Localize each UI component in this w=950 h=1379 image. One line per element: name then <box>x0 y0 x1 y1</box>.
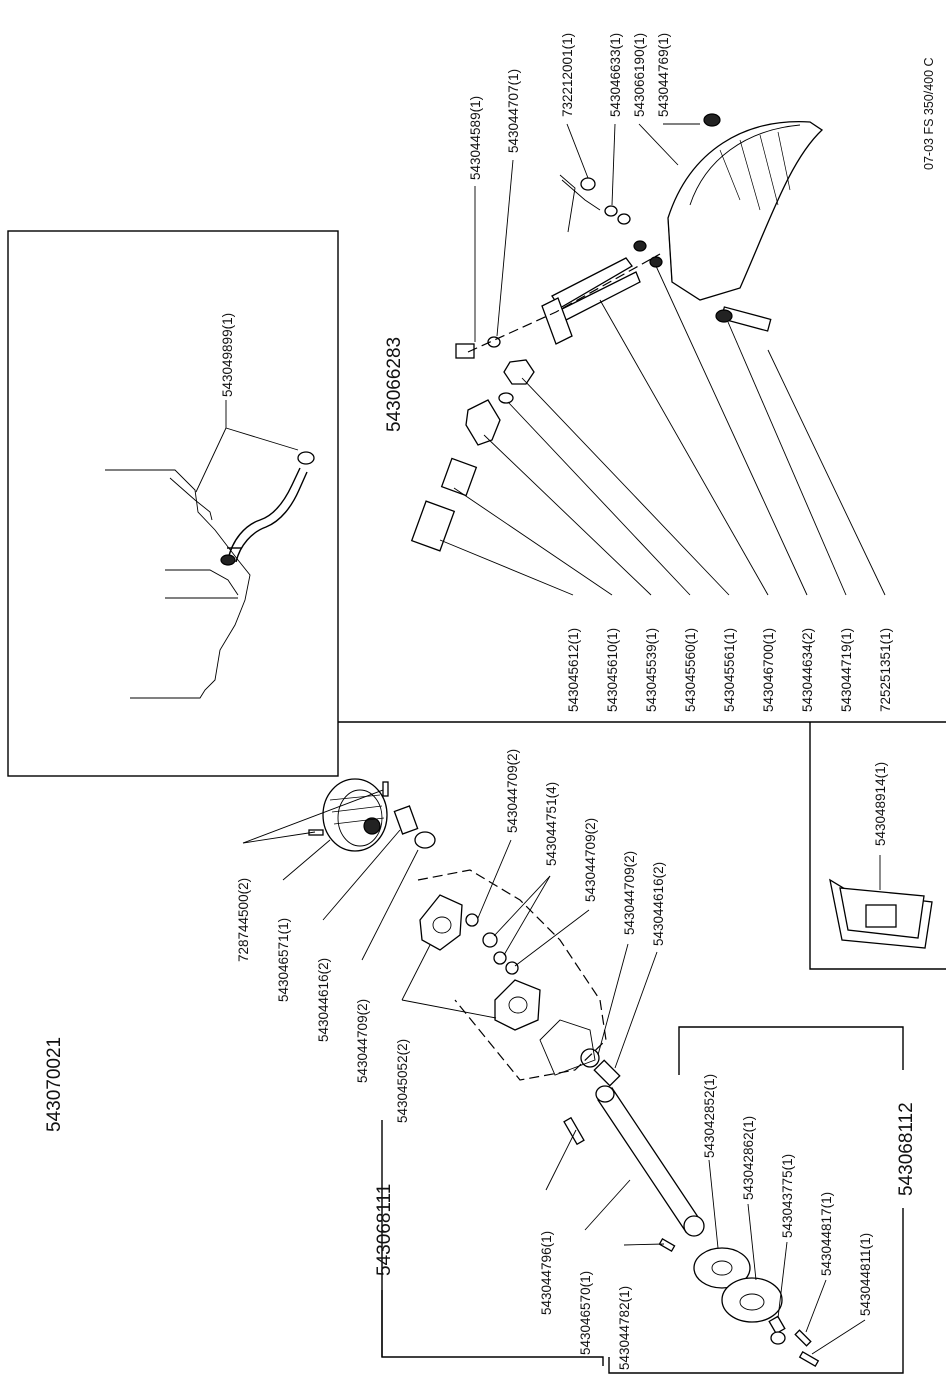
part-label: 543044616(2) <box>316 958 331 1042</box>
part-label: 543045610(1) <box>605 628 620 712</box>
part-label: 543044817(1) <box>819 1192 834 1276</box>
part-label: 543045052(2) <box>395 1039 410 1123</box>
part-label: 543046570(1) <box>578 1271 593 1355</box>
manual-book-icon <box>829 855 933 949</box>
shaft-assembly <box>545 1085 866 1367</box>
part-label: 543044709(2) <box>505 749 520 833</box>
part-label: 543044751(4) <box>544 782 559 866</box>
part-label: 728744500(2) <box>236 878 251 962</box>
labels: 07-03 FS 350/400 C 543070021 543066283 5… <box>44 33 936 1370</box>
part-label: 543045612(1) <box>566 628 581 712</box>
part-label: 543044707(1) <box>506 69 521 153</box>
part-label: 543048914(1) <box>873 762 888 846</box>
part-label: 543044796(1) <box>539 1231 554 1315</box>
part-label: 543044616(2) <box>651 862 666 946</box>
bracket-543068111 <box>381 1120 604 1366</box>
part-label: 543044782(1) <box>617 1286 632 1370</box>
part-label: 543044709(2) <box>622 851 637 935</box>
part-label: 732212001(1) <box>560 33 575 117</box>
assembly-543066283-label: 543066283 <box>384 337 405 432</box>
hood-assembly <box>410 113 886 596</box>
doc-ref-label: 07-03 FS 350/400 C <box>922 57 936 170</box>
main-assembly-number: 543070021 <box>44 1037 65 1132</box>
part-label: 543049899(1) <box>220 313 235 397</box>
part-label: 543046571(1) <box>276 918 291 1002</box>
part-label: 543044811(1) <box>858 1233 873 1316</box>
part-label: 543044634(2) <box>800 628 815 712</box>
part-label: 543046700(1) <box>761 628 776 712</box>
part-label: 543044769(1) <box>656 33 671 117</box>
part-label: 543045561(1) <box>722 628 737 712</box>
part-label: 543066190(1) <box>632 33 647 117</box>
inset-box <box>7 230 339 777</box>
part-label: 543043775(1) <box>780 1154 795 1238</box>
inset-drawing <box>105 400 315 699</box>
part-label: 725251351(1) <box>878 628 893 712</box>
bracket-543068112 <box>678 1026 904 1075</box>
book-box <box>809 722 946 970</box>
frame-lines <box>7 230 946 1374</box>
part-label: 543044719(1) <box>839 628 854 712</box>
pulley-assembly <box>242 778 658 1087</box>
part-label: 543044709(2) <box>583 818 598 902</box>
assembly-543068111-label: 543068111 <box>374 1184 395 1276</box>
assembly-543068112-label: 543068112 <box>896 1102 917 1196</box>
part-label: 543044589(1) <box>468 96 483 180</box>
part-label: 543044709(2) <box>355 999 370 1083</box>
part-label: 543042852(1) <box>702 1074 717 1158</box>
part-label: 543045560(1) <box>683 628 698 712</box>
part-label: 543046633(1) <box>608 33 623 117</box>
part-label: 543042862(1) <box>741 1116 756 1200</box>
part-label: 543045539(1) <box>644 628 659 712</box>
